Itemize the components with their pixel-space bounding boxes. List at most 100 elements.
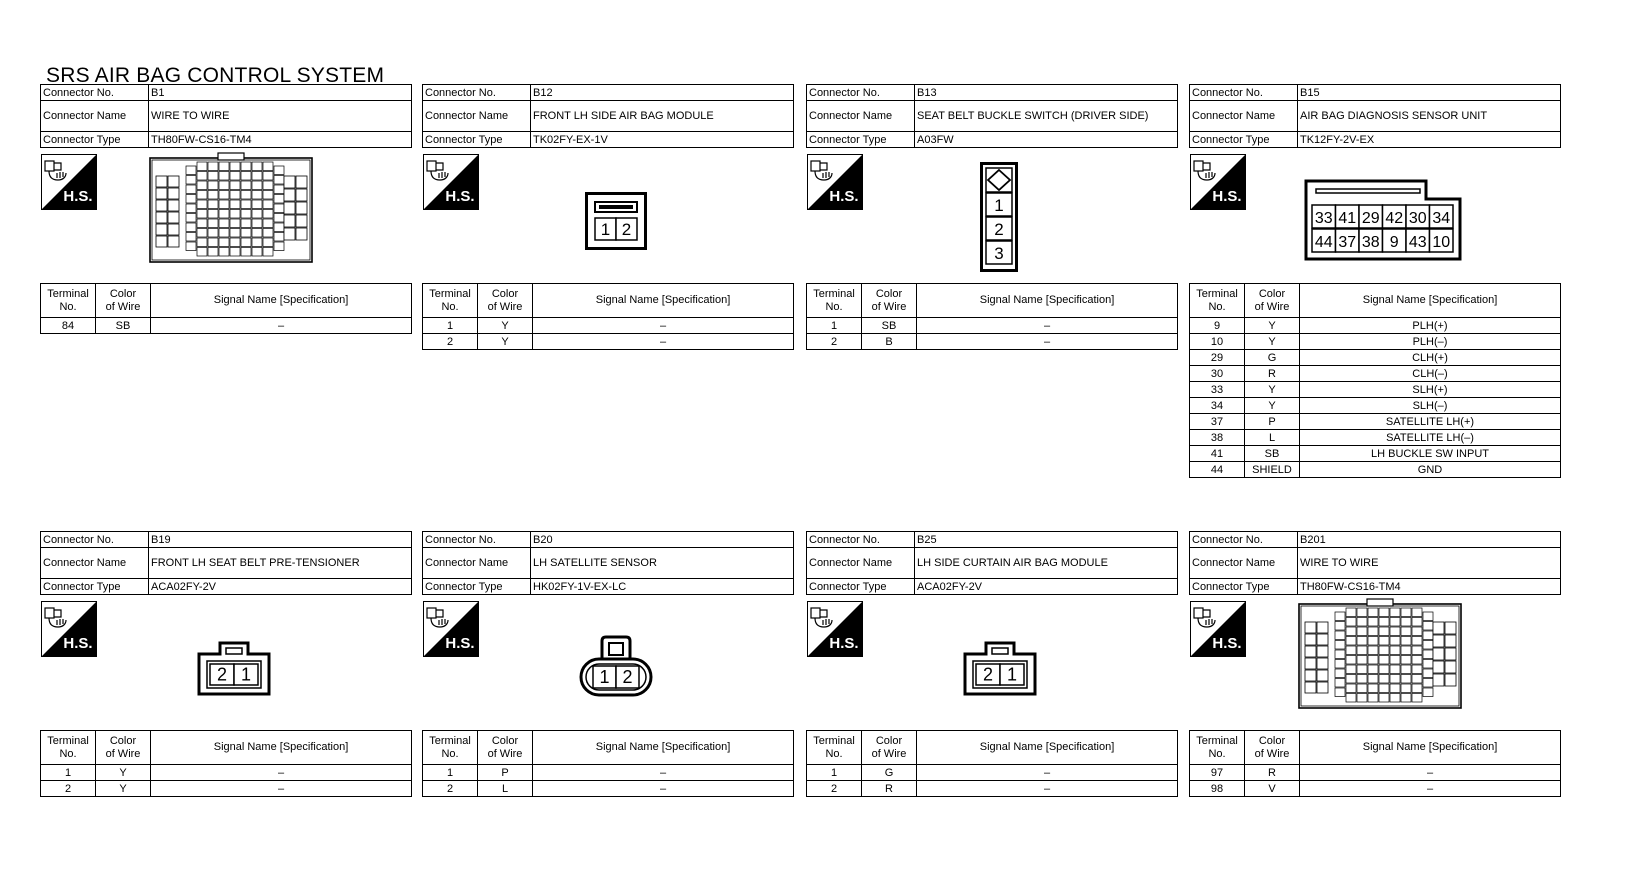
hs-label: H.S. [1212,188,1241,205]
connector-no-label: Connector No. [40,531,149,548]
wire-color: Y [1244,333,1300,350]
hs-label: H.S. [63,188,92,205]
connector-name-value: FRONT LH SEAT BELT PRE-TENSIONER [148,547,412,579]
signal-name: CLH(–) [1299,365,1561,382]
terminal-no: 1 [806,317,862,334]
pin-number: 42 [1385,210,1403,227]
signal-name: – [916,317,1178,334]
signal-name: – [150,764,412,781]
harness-side-icon: H.S. [1190,154,1246,210]
signal-name: – [150,317,412,334]
pin-number: 1 [601,220,610,239]
pin-number: 1 [994,196,1003,215]
terminal-no: 2 [806,780,862,797]
connector-type-value: TK02FY-EX-1V [530,131,794,148]
signal-name: SLH(+) [1299,381,1561,398]
pin-number: 2 [622,220,631,239]
connector-type-label: Connector Type [422,578,531,595]
terminal-no: 2 [422,780,478,797]
connector-type-value: A03FW [914,131,1178,148]
connector-name-value: LH SATELLITE SENSOR [530,547,794,579]
signal-name-header: Signal Name [Specification] [1299,730,1561,765]
connector-no-value: B13 [914,84,1178,101]
wire-color: G [1244,349,1300,366]
terminal-no: 9 [1189,317,1245,334]
connector-type-value: ACA02FY-2V [148,578,412,595]
connector-no-value: B25 [914,531,1178,548]
wire-color: SB [1244,445,1300,462]
signal-name: – [532,764,794,781]
terminal-no: 2 [40,780,96,797]
harness-side-icon: H.S. [807,601,863,657]
terminal-no: 33 [1189,381,1245,398]
connector-face-b201 [1298,598,1462,709]
connector-name-value: FRONT LH SIDE AIR BAG MODULE [530,100,794,132]
connector-type-value: TH80FW-CS16-TM4 [1297,578,1561,595]
signal-name: SATELLITE LH(–) [1299,429,1561,446]
terminal-no: 2 [806,333,862,350]
connector-name-label: Connector Name [422,100,531,132]
wire-color: P [477,764,533,781]
terminal-no: 98 [1189,780,1245,797]
connector-type-label: Connector Type [806,131,915,148]
terminal-no: 84 [40,317,96,334]
terminal-no: 1 [422,317,478,334]
signal-name-header: Signal Name [Specification] [150,283,412,318]
pin-number: 1 [599,667,609,687]
connector-no-value: B201 [1297,531,1561,548]
wire-color: G [861,764,917,781]
wire-color: SHIELD [1244,461,1300,478]
connector-type-label: Connector Type [40,578,149,595]
pin-cell [985,216,1013,241]
signal-name: – [1299,764,1561,781]
connector-type-value: HK02FY-1V-EX-LC [530,578,794,595]
connector-art: H.S. [40,148,412,286]
wire-color: R [1244,764,1300,781]
connector-name-value: WIRE TO WIRE [1297,547,1561,579]
pin-number: 2 [983,664,993,684]
pin-number: 41 [1338,210,1356,227]
connector-type-value: TH80FW-CS16-TM4 [148,131,412,148]
signal-name-header: Signal Name [Specification] [532,730,794,765]
pin-number: 3 [994,244,1003,263]
wire-color: B [861,333,917,350]
harness-side-icon: H.S. [1190,601,1246,657]
wire-color: Y [1244,397,1300,414]
wire-color: Y [477,317,533,334]
hs-label: H.S. [1212,635,1241,652]
signal-name: CLH(+) [1299,349,1561,366]
connector-name-label: Connector Name [422,547,531,579]
terminal-no: 1 [806,764,862,781]
pin-number: 34 [1432,210,1450,227]
wire-color: V [1244,780,1300,797]
pin-number: 9 [1390,234,1399,251]
connector-type-value: ACA02FY-2V [914,578,1178,595]
hs-label: H.S. [829,635,858,652]
page-title: SRS AIR BAG CONTROL SYSTEM [46,64,385,87]
pin-number: 2 [217,664,227,684]
